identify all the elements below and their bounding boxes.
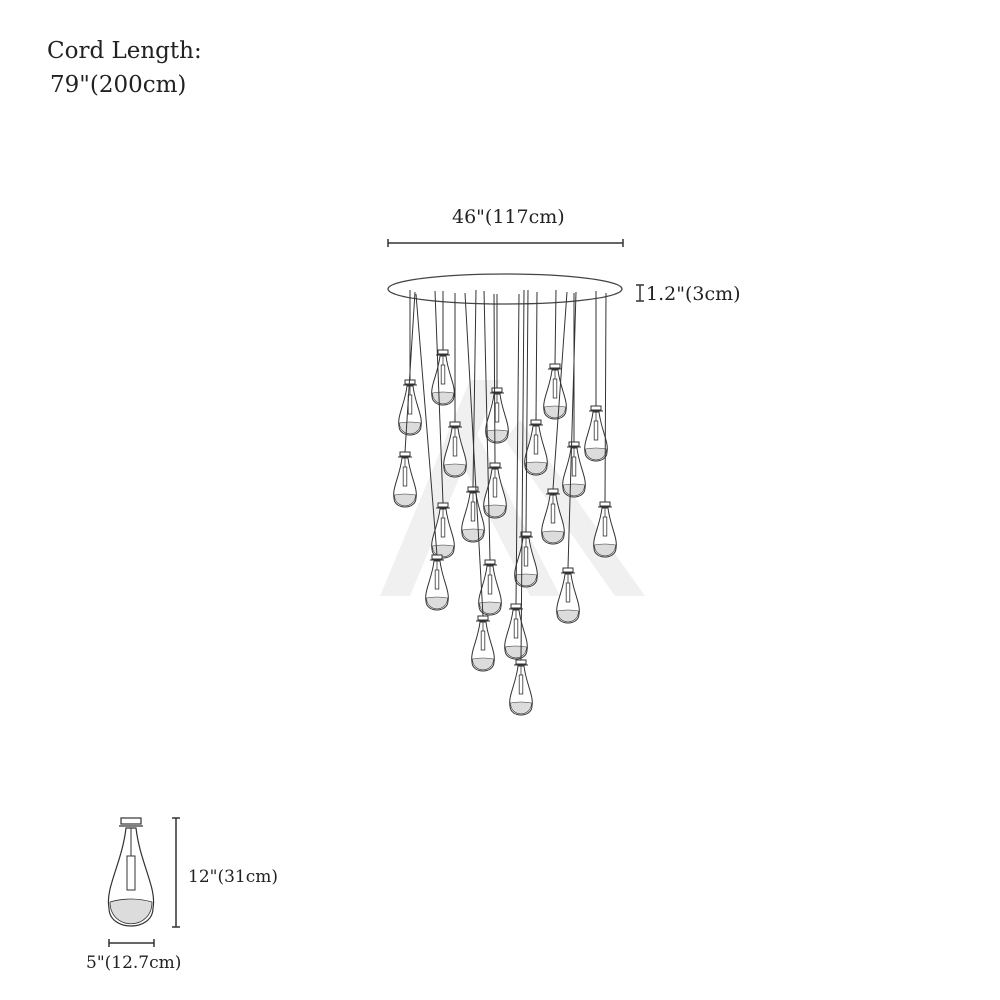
canopy-width-dimension-line <box>387 239 624 247</box>
pendant-cord <box>520 289 525 661</box>
pendant-height-dimension-line <box>172 817 180 928</box>
pendant-cord <box>483 290 491 561</box>
pendant-light <box>478 559 502 616</box>
pendant-light <box>431 349 455 406</box>
cord-length-label: Cord Length: <box>47 38 202 64</box>
pendant-light <box>483 462 507 519</box>
pendant-width-label: 5"(12.7cm) <box>86 953 182 973</box>
canopy-height-dimension-line <box>636 284 644 302</box>
canopy-width-label: 46"(117cm) <box>452 206 565 228</box>
pendant-cord <box>567 291 577 569</box>
pendant-light <box>393 451 417 508</box>
pendant-cord <box>464 292 484 617</box>
pendant-cord <box>415 293 438 556</box>
cord-length-value: 79"(200cm) <box>50 72 187 98</box>
pendant-cap <box>120 817 142 825</box>
pendant-cord <box>434 290 444 504</box>
pendant-light <box>425 554 449 611</box>
pendant-light <box>541 488 565 545</box>
pendant-light <box>509 659 533 716</box>
pendant-width-dimension-line <box>108 939 155 947</box>
pendant-group <box>393 289 617 716</box>
pendant-height-label: 12"(31cm) <box>188 867 278 887</box>
pendant-cord <box>554 289 557 365</box>
pendant-cord <box>515 293 520 605</box>
pendant-cord <box>525 289 529 533</box>
pendant-cord <box>404 291 416 453</box>
canopy-height-label: 1.2"(3cm) <box>646 283 741 305</box>
pendant-light <box>593 501 617 558</box>
pendant-light <box>443 421 467 478</box>
pendant-light <box>485 387 509 444</box>
pendant-light <box>471 615 495 672</box>
pendant-cord <box>535 291 538 421</box>
pendant-cord <box>552 291 568 490</box>
pendant-light <box>562 441 586 498</box>
pendant-light <box>524 419 548 476</box>
pendant-light <box>584 405 608 462</box>
pendant-detail <box>107 817 155 927</box>
pendant-light <box>543 363 567 420</box>
pendant-light <box>398 379 422 436</box>
canopy <box>387 273 623 305</box>
pendant-light <box>556 567 580 624</box>
pendant-light <box>504 603 528 660</box>
pendant-cord <box>493 293 496 464</box>
pendant-cord <box>604 292 607 503</box>
pendant-light <box>431 502 455 559</box>
